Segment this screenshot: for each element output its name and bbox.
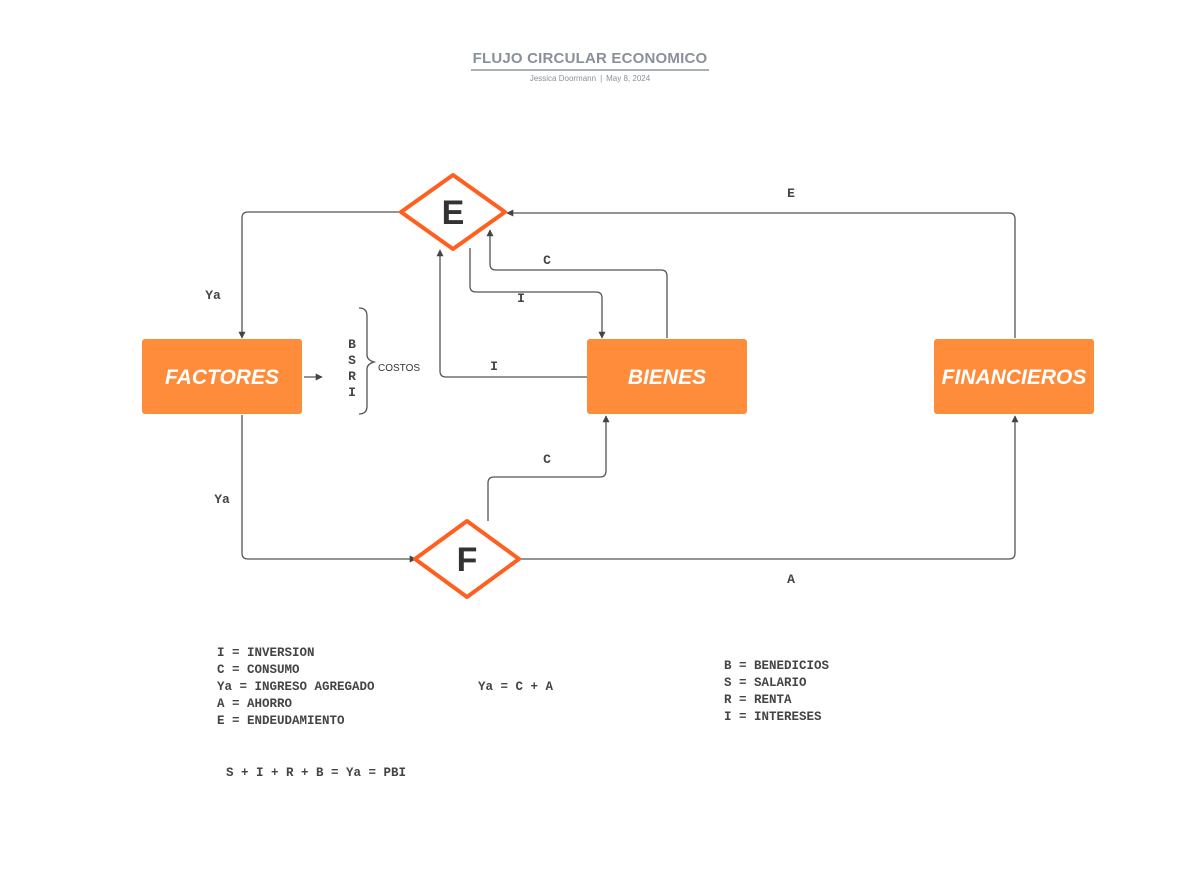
equation-ya: Ya = C + A — [478, 680, 554, 694]
edge-label-c-upper: C — [543, 253, 551, 268]
flow-financieros-to-e — [506, 209, 1016, 338]
cost-letter-b: B — [348, 337, 356, 352]
costs-group: B S R I COSTOS — [348, 307, 420, 415]
diamond-e-label: E — [442, 194, 465, 232]
equation-pbi: S + I + R + B = Ya = PBI — [226, 766, 406, 780]
page-title: FLUJO CIRCULAR ECONOMICO — [470, 50, 710, 71]
edge-label-ya-top: Ya — [205, 288, 221, 303]
edge-label-a: A — [787, 572, 795, 587]
legend-item-consumo: C = CONSUMO — [217, 663, 300, 677]
edge-label-i-upper: I — [517, 291, 525, 306]
legend-item-beneficios: B = BENEDICIOS — [724, 659, 830, 673]
legend-item-endeudamiento: E = ENDEUDAMIENTO — [217, 714, 345, 728]
subtitle-separator: | — [600, 74, 603, 83]
diamond-f-shape — [413, 519, 521, 599]
node-financieros-label: FINANCIEROS — [942, 366, 1087, 389]
author-name: Jessica Doormann — [529, 74, 597, 83]
costs-label: COSTOS — [378, 363, 420, 374]
legend-right: B = BENEDICIOS S = SALARIO R = RENTA I =… — [724, 659, 830, 724]
node-factores-label: FACTORES — [165, 366, 279, 389]
edge-label-ya-bottom: Ya — [214, 492, 230, 507]
flow-bienes-to-e-consumo — [486, 229, 668, 338]
node-bienes-label: BIENES — [628, 366, 706, 389]
node-bienes: BIENES — [587, 339, 747, 414]
edge-label-i-middle: I — [490, 359, 498, 374]
node-bienes-box — [587, 339, 747, 414]
flow-e-to-factores — [238, 211, 400, 339]
document-date: May 8, 2024 — [606, 74, 651, 83]
legend-item-renta: R = RENTA — [724, 693, 792, 707]
cost-letter-r: R — [348, 369, 356, 384]
node-factores: FACTORES — [142, 339, 302, 414]
diamond-e-shape — [399, 173, 507, 251]
legend-left: I = INVERSION C = CONSUMO Ya = INGRESO A… — [217, 646, 375, 728]
flow-e-to-bienes-inversion — [469, 248, 606, 339]
node-factores-box — [142, 339, 302, 414]
cost-letter-s: S — [348, 353, 356, 368]
edge-label-e: E — [787, 186, 795, 201]
legend-item-ahorro: A = AHORRO — [217, 697, 293, 711]
cost-letter-i: I — [348, 385, 356, 400]
flow-f-to-financieros — [520, 415, 1019, 560]
legend-item-intereses: I = INTERESES — [724, 710, 822, 724]
diamond-e: E — [399, 173, 507, 251]
legend-item-inversion: I = INVERSION — [217, 646, 315, 660]
flow-bienes-to-e-inversion — [436, 249, 588, 378]
node-financieros: FINANCIEROS — [934, 339, 1094, 414]
legend-item-salario: S = SALARIO — [724, 676, 807, 690]
diamond-f: F — [413, 519, 521, 599]
costs-brace — [358, 307, 377, 415]
flow-f-to-bienes — [487, 415, 610, 521]
legend-item-ingreso-agregado: Ya = INGRESO AGREGADO — [217, 680, 375, 694]
diamond-f-label: F — [457, 541, 478, 579]
edge-label-c-lower: C — [543, 452, 551, 467]
page-header: FLUJO CIRCULAR ECONOMICO Jessica Doorman… — [0, 50, 1180, 83]
page-subtitle: Jessica Doormann|May 8, 2024 — [0, 74, 1180, 83]
flow-factores-to-f — [241, 415, 417, 563]
node-financieros-box — [934, 339, 1094, 414]
